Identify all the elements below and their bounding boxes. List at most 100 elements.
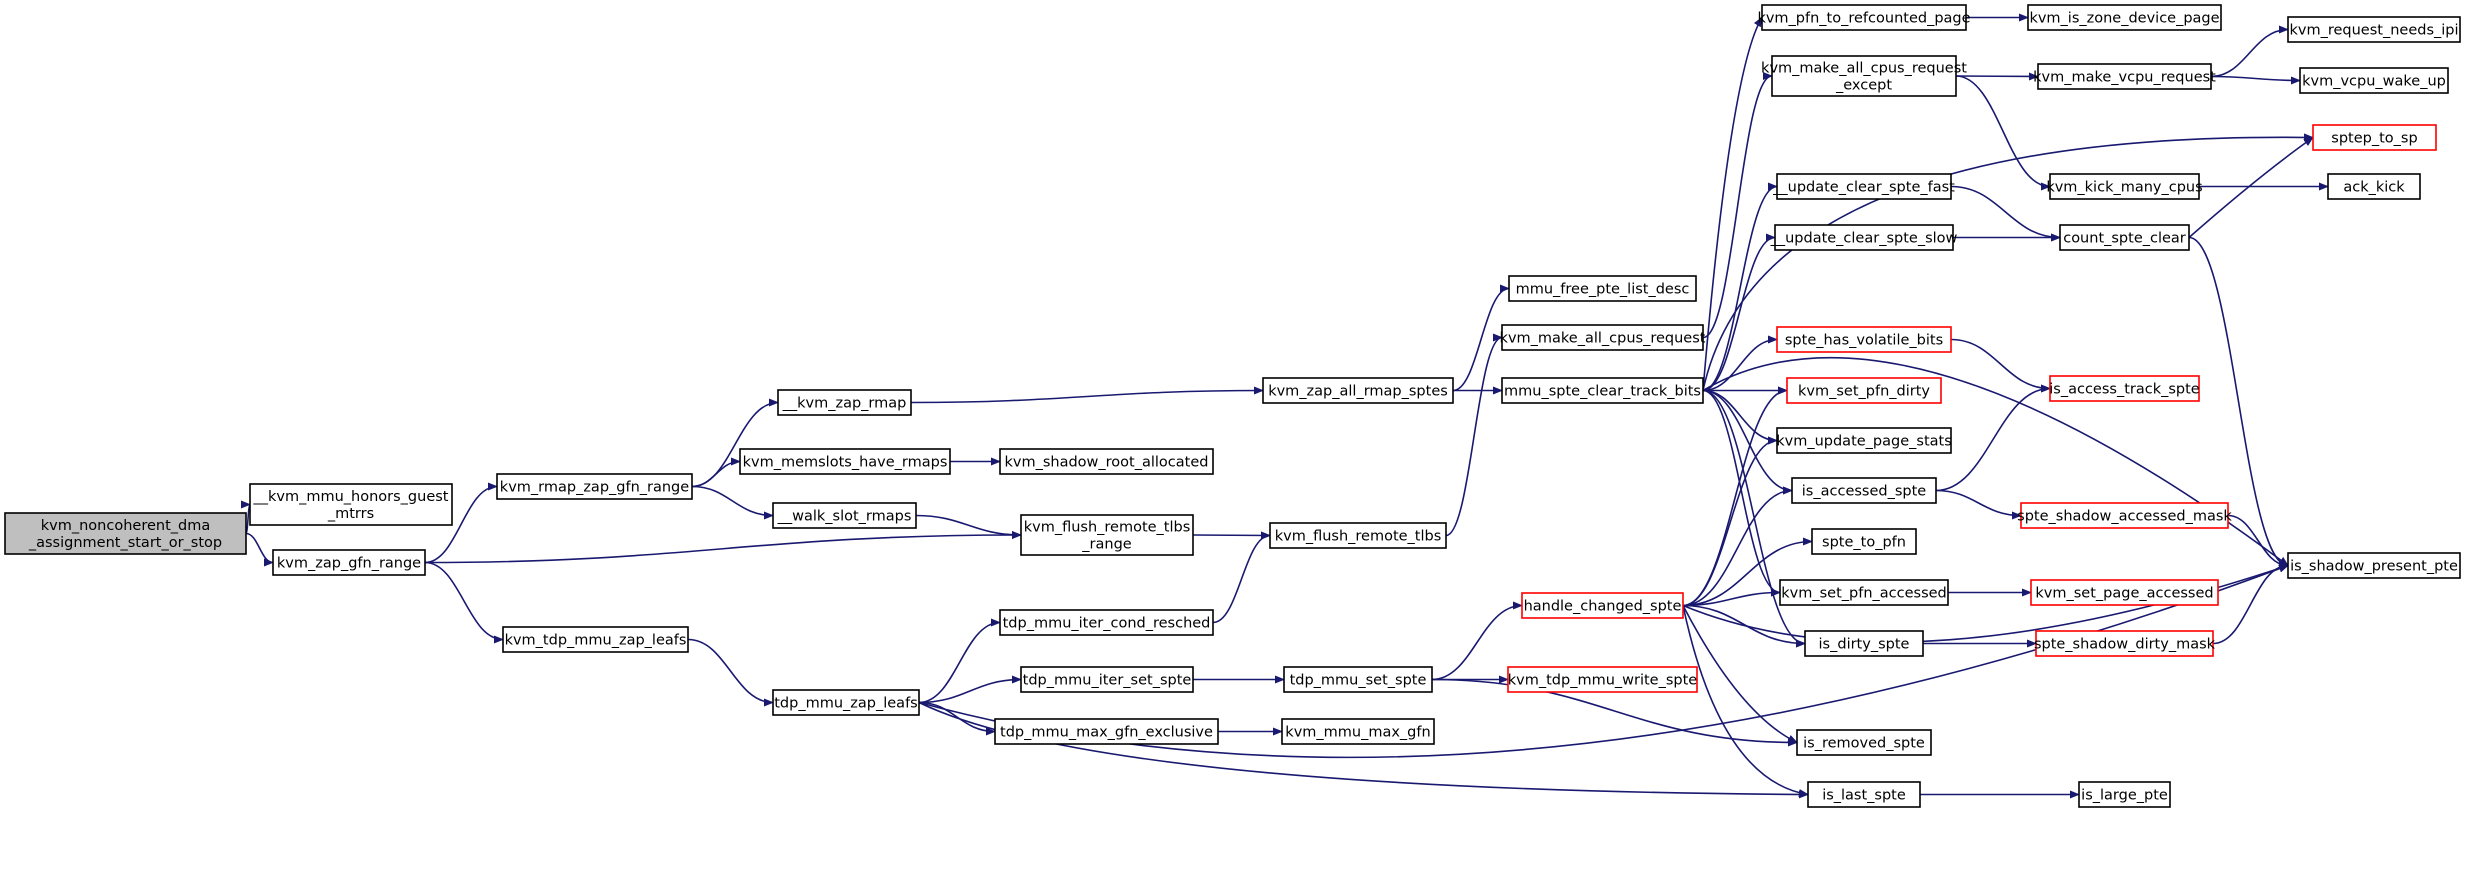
node-tdp-mmu-zap-leafs[interactable]: kvm_tdp_mmu_zap_leafs xyxy=(502,626,689,653)
node-tdp-set-spte[interactable]: tdp_mmu_set_spte xyxy=(1283,666,1433,693)
node-is-large-pte[interactable]: is_large_pte xyxy=(2078,781,2171,808)
edge-handle-changed-spte-to-is-removed-spte xyxy=(1682,605,1798,744)
node-update-clear-spte-fast[interactable]: __update_clear_spte_fast xyxy=(1772,173,1955,200)
node-label: kvm_set_pfn_dirty xyxy=(1798,384,1930,400)
node-is-removed-spte[interactable]: is_removed_spte xyxy=(1796,729,1932,756)
node-is-access-track-spte[interactable]: is_access_track_spte xyxy=(2049,375,2200,402)
node-label: kvm_make_all_cpus_request xyxy=(1761,61,1967,77)
edge-handle-changed-spte-to-is-accessed-spte xyxy=(1682,486,1793,607)
node-label: __update_clear_spte_fast xyxy=(1772,180,1955,196)
node-set-pfn-dirty[interactable]: kvm_set_pfn_dirty xyxy=(1786,377,1942,404)
edge-make-all-cpus-request-to-make-all-cpus-request-except xyxy=(1702,72,1773,339)
node-label: _mtrrs xyxy=(327,506,374,522)
node-label: tdp_mmu_iter_cond_resched xyxy=(1003,616,1211,632)
node-memslots-have-rmaps[interactable]: kvm_memslots_have_rmaps xyxy=(739,448,951,475)
node-update-clear-spte-slow[interactable]: __update_clear_spte_slow xyxy=(1770,224,1958,251)
node-sptep-to-sp[interactable]: sptep_to_sp xyxy=(2312,124,2437,151)
node-rmap-zap-gfn-range[interactable]: kvm_rmap_zap_gfn_range xyxy=(496,473,693,500)
node-update-page-stats[interactable]: kvm_update_page_stats xyxy=(1776,427,1952,454)
node-make-vcpu-request[interactable]: kvm_make_vcpu_request xyxy=(2033,63,2216,90)
node-is-dirty-spte[interactable]: is_dirty_spte xyxy=(1804,630,1924,657)
edge-make-all-cpus-request-except-to-kick-many-cpus xyxy=(1955,75,2051,191)
node-label: tdp_mmu_set_spte xyxy=(1290,673,1427,689)
node-label: tdp_mmu_max_gfn_exclusive xyxy=(1000,725,1213,741)
node-spte-shadow-dirty-mask[interactable]: spte_shadow_dirty_mask xyxy=(2034,630,2216,657)
node-count-spte-clear[interactable]: count_spte_clear xyxy=(2059,224,2190,251)
node-root[interactable]: kvm_noncoherent_dma_assignment_start_or_… xyxy=(4,512,247,555)
node-label: sptep_to_sp xyxy=(2331,131,2417,147)
node-label: handle_changed_spte xyxy=(1524,599,1682,615)
node-label: __kvm_mmu_honors_guest xyxy=(253,489,449,505)
node-pfn-to-refcounted-page[interactable]: kvm_pfn_to_refcounted_page xyxy=(1757,4,1971,31)
node-label: kvm_set_page_accessed xyxy=(2035,586,2213,602)
node-tdp-zap-leafs[interactable]: tdp_mmu_zap_leafs xyxy=(772,689,920,716)
node-max-gfn-exclusive[interactable]: tdp_mmu_max_gfn_exclusive xyxy=(994,718,1219,745)
node-walk-slot-rmaps[interactable]: __walk_slot_rmaps xyxy=(772,502,917,529)
edge-spte-clear-track-bits-to-pfn-to-refcounted-page xyxy=(1702,16,1763,391)
edge-make-vcpu-request-to-vcpu-wake-up xyxy=(2210,75,2301,85)
node-kvm-zap-rmap[interactable]: __kvm_zap_rmap xyxy=(777,389,912,416)
edge-handle-changed-spte-to-is-dirty-spte xyxy=(1682,604,1806,648)
edge-is-accessed-spte-to-spte-shadow-accessed-mask xyxy=(1935,489,2022,520)
node-shadow-root-allocated[interactable]: kvm_shadow_root_allocated xyxy=(999,448,1214,475)
edge-spte-clear-track-bits-to-set-pfn-accessed xyxy=(1702,389,1781,597)
edge-handle-changed-spte-to-update-page-stats xyxy=(1682,436,1778,607)
node-zap-gfn-range[interactable]: kvm_zap_gfn_range xyxy=(272,549,426,576)
node-label: mmu_spte_clear_track_bits xyxy=(1504,384,1701,400)
node-ack-kick[interactable]: ack_kick xyxy=(2327,173,2421,200)
node-spte-has-volatile-bits[interactable]: spte_has_volatile_bits xyxy=(1776,326,1952,353)
node-flush-remote-tlbs-range[interactable]: kvm_flush_remote_tlbs_range xyxy=(1020,514,1194,556)
node-flush-remote-tlbs[interactable]: kvm_flush_remote_tlbs xyxy=(1269,522,1447,549)
edge-handle-changed-spte-to-is-last-spte xyxy=(1682,605,1809,797)
node-label: kvm_is_zone_device_page xyxy=(2029,11,2219,27)
node-label: __walk_slot_rmaps xyxy=(777,509,912,525)
node-spte-clear-track-bits[interactable]: mmu_spte_clear_track_bits xyxy=(1501,377,1704,404)
node-spte-to-pfn[interactable]: spte_to_pfn xyxy=(1811,528,1917,555)
node-free-pte-list-desc[interactable]: mmu_free_pte_list_desc xyxy=(1508,275,1697,302)
edge-kvm-zap-rmap-to-zap-all-rmap-sptes xyxy=(910,386,1264,404)
node-mmu-max-gfn[interactable]: kvm_mmu_max_gfn xyxy=(1281,718,1435,745)
node-vcpu-wake-up[interactable]: kvm_vcpu_wake_up xyxy=(2299,67,2449,94)
node-is-shadow-present-pte[interactable]: is_shadow_present_pte xyxy=(2287,552,2461,579)
edge-walk-slot-rmaps-to-flush-remote-tlbs-range xyxy=(915,514,1022,539)
node-is-accessed-spte[interactable]: is_accessed_spte xyxy=(1791,477,1937,504)
node-label: spte_shadow_dirty_mask xyxy=(2034,637,2216,653)
node-make-all-cpus-request[interactable]: kvm_make_all_cpus_request xyxy=(1500,324,1706,351)
node-label: kvm_tdp_mmu_zap_leafs xyxy=(505,633,687,649)
node-label: kvm_flush_remote_tlbs xyxy=(1024,520,1191,536)
node-iter-cond-resched[interactable]: tdp_mmu_iter_cond_resched xyxy=(999,609,1214,636)
node-label: kvm_mmu_max_gfn xyxy=(1285,725,1430,741)
edge-spte-clear-track-bits-to-spte-has-volatile-bits xyxy=(1702,335,1778,392)
edge-tdp-set-spte-to-handle-changed-spte xyxy=(1431,601,1523,681)
function-nodes: kvm_noncoherent_dma_assignment_start_or_… xyxy=(4,4,2461,808)
node-honors[interactable]: __kvm_mmu_honors_guest_mtrrs xyxy=(249,483,453,526)
edge-spte-clear-track-bits-to-is-accessed-spte xyxy=(1702,389,1793,495)
node-label: count_spte_clear xyxy=(2063,231,2186,247)
node-request-needs-ipi[interactable]: kvm_request_needs_ipi xyxy=(2287,16,2461,43)
node-iter-set-spte[interactable]: tdp_mmu_iter_set_spte xyxy=(1020,666,1194,693)
node-label: _range xyxy=(1081,537,1131,553)
node-spte-shadow-accessed-mask[interactable]: spte_shadow_accessed_mask xyxy=(2017,502,2232,529)
node-label: kvm_tdp_mmu_write_spte xyxy=(1508,673,1698,689)
node-handle-changed-spte[interactable]: handle_changed_spte xyxy=(1521,592,1684,619)
node-is-zone-device-page[interactable]: kvm_is_zone_device_page xyxy=(2027,4,2222,31)
node-label: __update_clear_spte_slow xyxy=(1770,231,1958,247)
node-label: _assignment_start_or_stop xyxy=(28,535,222,551)
edge-zap-gfn-range-to-flush-remote-tlbs-range xyxy=(424,531,1022,564)
node-tdp-mmu-write-spte[interactable]: kvm_tdp_mmu_write_spte xyxy=(1507,666,1698,693)
node-is-last-spte[interactable]: is_last_spte xyxy=(1807,781,1921,808)
edge-is-accessed-spte-to-is-access-track-spte xyxy=(1935,384,2051,492)
node-kick-many-cpus[interactable]: kvm_kick_many_cpus xyxy=(2046,173,2203,200)
edge-tdp-zap-leafs-to-is-last-spte xyxy=(918,701,1809,799)
node-label: kvm_vcpu_wake_up xyxy=(2302,74,2446,90)
node-label: is_dirty_spte xyxy=(1819,637,1910,653)
node-make-all-cpus-request-except[interactable]: kvm_make_all_cpus_request_except xyxy=(1761,55,1967,97)
edge-spte-clear-track-bits-to-is-shadow-present-pte xyxy=(1702,356,2289,567)
node-zap-all-rmap-sptes[interactable]: kvm_zap_all_rmap_sptes xyxy=(1262,377,1454,404)
node-label: tdp_mmu_zap_leafs xyxy=(774,696,917,712)
edge-count-spte-clear-to-sptep-to-sp xyxy=(2188,136,2314,239)
node-set-pfn-accessed[interactable]: kvm_set_pfn_accessed xyxy=(1779,579,1949,606)
node-set-page-accessed[interactable]: kvm_set_page_accessed xyxy=(2030,579,2219,606)
edge-flush-remote-tlbs-to-make-all-cpus-request xyxy=(1445,333,1503,537)
